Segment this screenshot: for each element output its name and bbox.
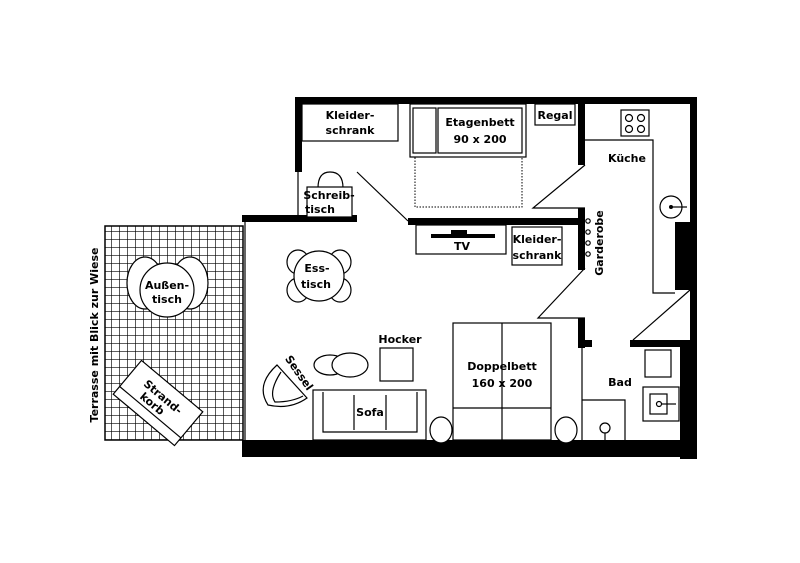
armchair: Sessel: [262, 353, 316, 408]
tv-bench: TV: [415, 224, 507, 255]
sofa-label: Sofa: [356, 406, 384, 419]
bathroom: Bad: [582, 349, 680, 440]
beach-chair: Strand- korb: [112, 359, 204, 447]
outdoor-table-label-1: Außen-: [145, 279, 189, 292]
double-bed: Doppelbett 160 x 200: [429, 322, 578, 444]
wardrobe-top: Kleider- schrank: [301, 103, 399, 142]
dining-table: Ess- tisch: [286, 249, 352, 303]
tv-label: TV: [454, 240, 471, 253]
wardrobe-mid-label-2: schrank: [513, 249, 563, 262]
wardrobe-top-label-1: Kleider-: [326, 109, 375, 122]
dining-table-label-1: Ess-: [304, 262, 329, 275]
sofa: Sofa: [312, 389, 427, 441]
outdoor-table-label-2: tisch: [152, 293, 182, 306]
bunk-bed: Etagenbett 90 x 200: [409, 103, 527, 208]
wardrobe-mid: Kleider- schrank: [511, 226, 563, 266]
stool: Hocker: [378, 333, 422, 382]
double-bed-label-2: 160 x 200: [472, 377, 533, 390]
terrace-label: Terrasse mit Blick zur Wiese: [88, 248, 101, 423]
wardrobe-mid-label-1: Kleider-: [513, 233, 562, 246]
desk-label-2: tisch: [305, 203, 335, 216]
ottoman: [313, 352, 369, 378]
shelf: Regal: [534, 103, 576, 126]
bunk-bed-label-1: Etagenbett: [445, 116, 514, 129]
outdoor-table: Außen- tisch: [126, 256, 209, 318]
wardrobe-top-label-2: schrank: [326, 124, 376, 137]
bath-label: Bad: [608, 376, 632, 389]
wardrobe-area-label: Garderobe: [593, 210, 606, 276]
desk: Schreib- tisch: [303, 171, 355, 218]
coat-hooks: Garderobe: [585, 210, 606, 276]
kitchen: Küche: [585, 109, 687, 294]
shelf-label: Regal: [538, 109, 573, 122]
desk-label-1: Schreib-: [303, 189, 354, 202]
walls: [242, 97, 697, 459]
stool-label: Hocker: [378, 333, 422, 346]
terrace: Terrasse mit Blick zur Wiese Außen- tisc…: [88, 225, 244, 447]
dining-table-label-2: tisch: [301, 278, 331, 291]
double-bed-label-1: Doppelbett: [467, 360, 537, 373]
bunk-bed-label-2: 90 x 200: [453, 133, 506, 146]
kitchen-label: Küche: [608, 152, 646, 165]
